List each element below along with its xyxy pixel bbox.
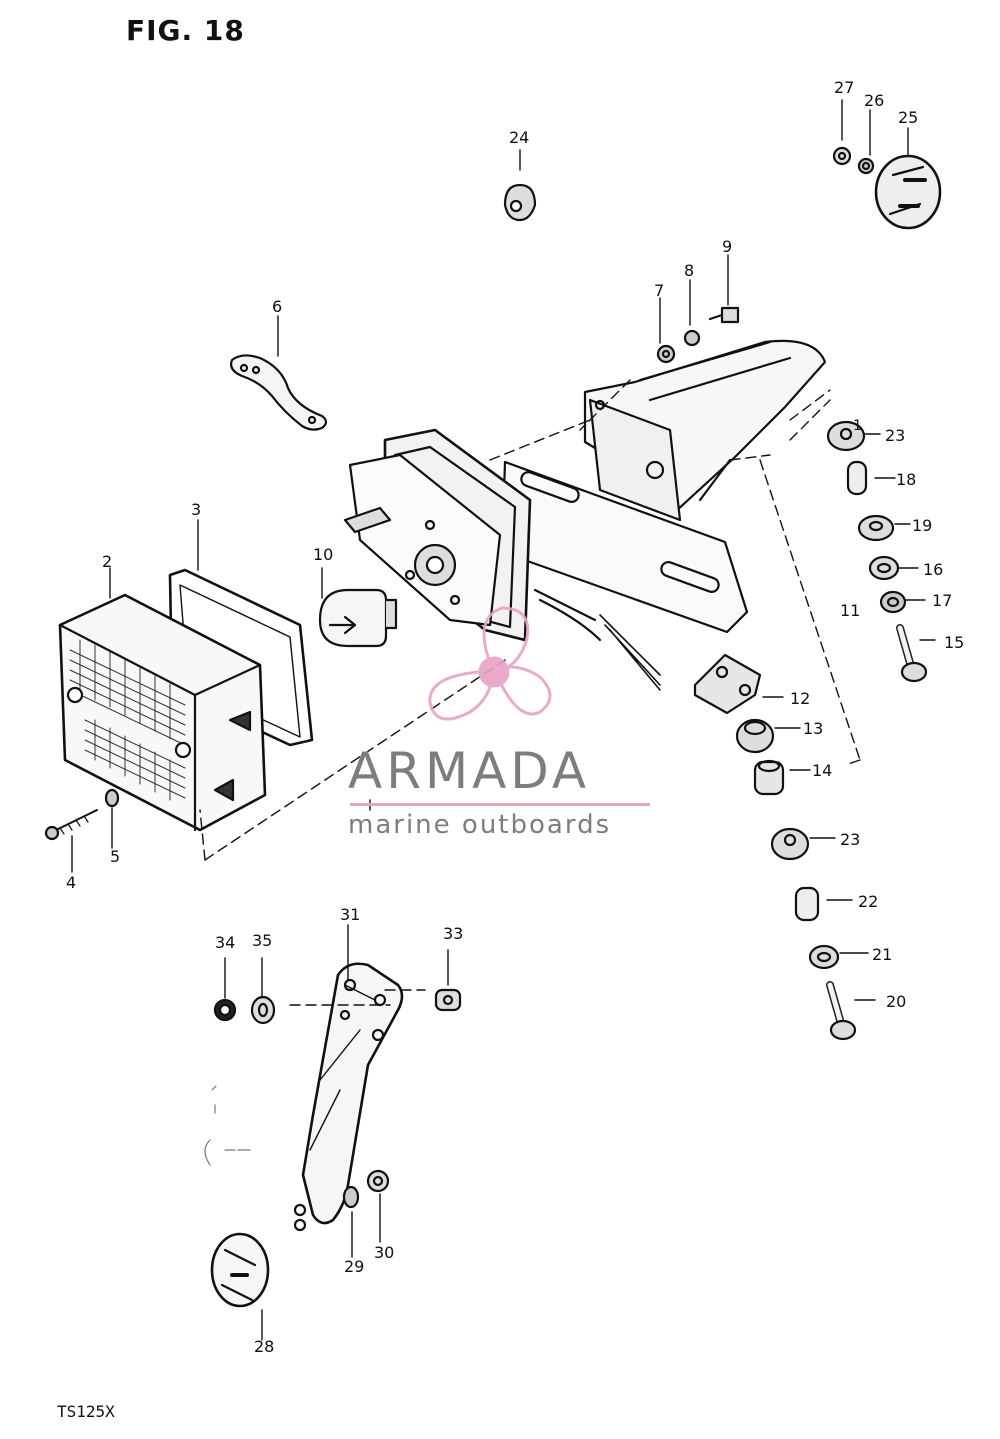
label-6: 6 bbox=[272, 297, 282, 316]
label-5: 5 bbox=[110, 847, 120, 866]
label-12: 12 bbox=[790, 689, 810, 708]
label-23-lower: 23 bbox=[840, 830, 860, 849]
nut-7-part bbox=[656, 344, 676, 364]
label-27: 27 bbox=[834, 78, 854, 97]
label-21: 21 bbox=[872, 945, 892, 964]
lens-2-part bbox=[58, 593, 267, 832]
reflector-28-part bbox=[210, 1232, 270, 1308]
collar-14-part bbox=[753, 759, 785, 796]
label-14: 14 bbox=[812, 761, 832, 780]
label-11: 11 bbox=[840, 601, 860, 620]
label-13: 13 bbox=[803, 719, 823, 738]
washer-5-part bbox=[104, 788, 120, 808]
label-8: 8 bbox=[684, 261, 694, 280]
washer-17-part bbox=[879, 590, 907, 614]
label-1: 1 bbox=[853, 418, 862, 434]
washer-35-part bbox=[250, 995, 276, 1025]
collar-22-part bbox=[794, 886, 820, 922]
watermark-brand: ARMADA bbox=[348, 742, 591, 800]
nut-30-part bbox=[366, 1169, 390, 1193]
label-28: 28 bbox=[254, 1337, 274, 1356]
label-16: 16 bbox=[923, 560, 943, 579]
cushion-19-part bbox=[857, 514, 895, 542]
bolt-20-part bbox=[826, 981, 857, 1041]
bolt-9-part bbox=[708, 306, 740, 324]
cushion-13-part bbox=[735, 718, 775, 754]
lamp-housing-part bbox=[343, 428, 661, 691]
label-3: 3 bbox=[191, 500, 201, 519]
nut-27-part bbox=[832, 146, 852, 166]
watermark-tagline: marine outboards bbox=[348, 810, 612, 840]
faint-part-marks bbox=[204, 1085, 251, 1166]
propeller-logo-icon bbox=[428, 606, 552, 721]
label-35: 35 bbox=[252, 931, 272, 950]
bracket-31-part bbox=[293, 962, 404, 1232]
label-22: 22 bbox=[858, 892, 878, 911]
label-24: 24 bbox=[509, 128, 529, 147]
label-31: 31 bbox=[340, 905, 360, 924]
dashed-guide-lines bbox=[199, 379, 861, 1006]
label-19: 19 bbox=[912, 516, 932, 535]
nut-23-lower-part bbox=[770, 827, 810, 861]
screw-4-part bbox=[44, 809, 98, 841]
label-23-upper: 23 bbox=[885, 426, 905, 445]
label-33: 33 bbox=[443, 924, 463, 943]
reflector-25-part bbox=[874, 154, 942, 230]
part-number-labels: 1 2 3 4 5 6 7 8 9 10 11 12 13 14 15 16 1… bbox=[66, 78, 964, 1356]
bolt-15-part bbox=[896, 624, 928, 683]
label-15: 15 bbox=[944, 633, 964, 652]
label-29: 29 bbox=[344, 1257, 364, 1276]
grommet-24-part bbox=[503, 183, 537, 222]
label-2: 2 bbox=[102, 552, 112, 571]
washer-8-part bbox=[683, 329, 701, 347]
license-bracket-11-part bbox=[500, 339, 827, 634]
label-25: 25 bbox=[898, 108, 918, 127]
leader-lines bbox=[71, 99, 936, 1341]
label-4: 4 bbox=[66, 873, 76, 892]
washer-16-part bbox=[868, 555, 900, 581]
bulb-10-part bbox=[318, 588, 398, 648]
label-30: 30 bbox=[374, 1243, 394, 1262]
label-18: 18 bbox=[896, 470, 916, 489]
nut-34-part bbox=[213, 998, 237, 1022]
watermark-divider bbox=[350, 803, 650, 806]
washer-21-part bbox=[808, 944, 840, 970]
label-26: 26 bbox=[864, 91, 884, 110]
clamp-12-part bbox=[693, 653, 762, 715]
label-20: 20 bbox=[886, 992, 906, 1011]
model-code: TS125X bbox=[57, 1402, 115, 1421]
label-10: 10 bbox=[313, 545, 333, 564]
label-34: 34 bbox=[215, 933, 235, 952]
collar-18-part bbox=[846, 460, 868, 496]
bracket-6-part bbox=[230, 354, 328, 431]
nut-23-upper-part bbox=[826, 420, 866, 452]
figure-title: FIG. 18 bbox=[126, 14, 245, 47]
washer-29-part bbox=[342, 1185, 360, 1209]
label-9: 9 bbox=[722, 237, 732, 256]
label-17: 17 bbox=[932, 591, 952, 610]
nut-33-part bbox=[434, 988, 462, 1012]
washer-26-part bbox=[857, 157, 875, 175]
label-7: 7 bbox=[654, 281, 664, 300]
